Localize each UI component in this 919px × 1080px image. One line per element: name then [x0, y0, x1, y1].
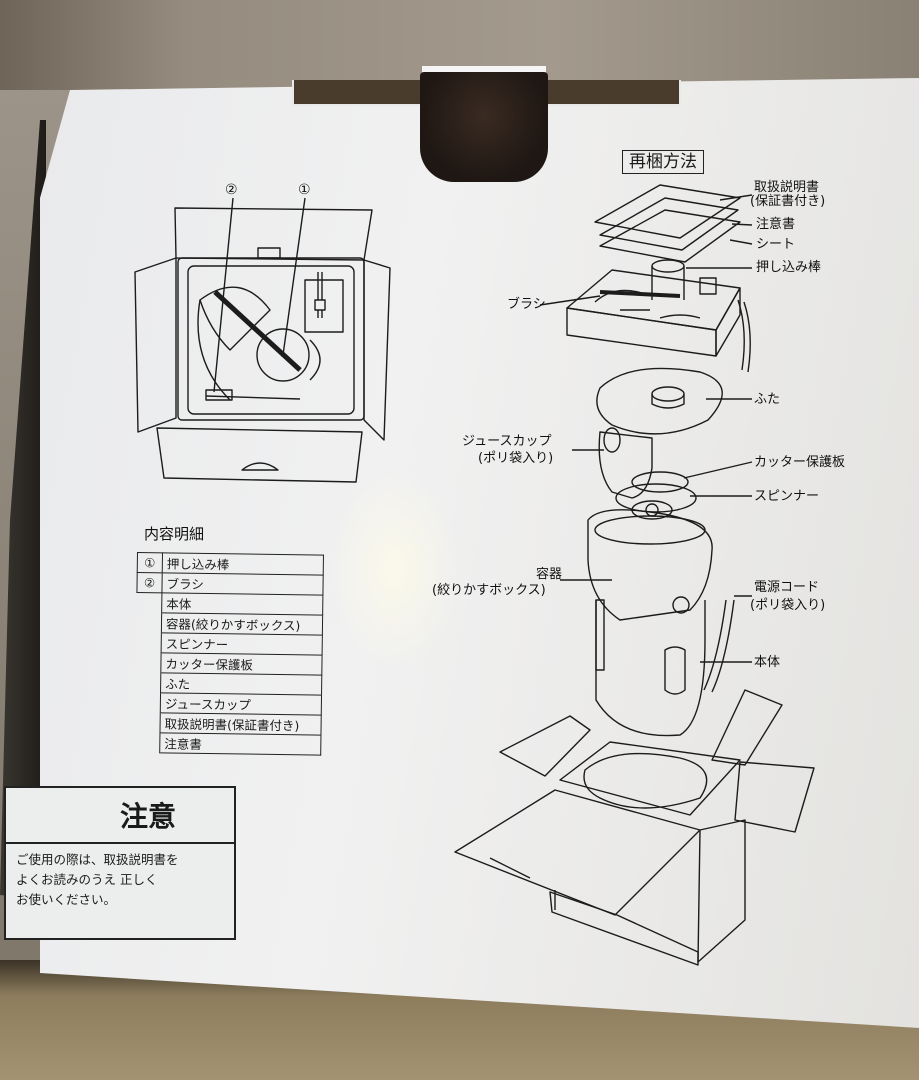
table-row: 本体	[136, 592, 323, 616]
caution-line: よくお読みのうえ 正しく	[16, 872, 158, 887]
table-row: 注意書	[134, 732, 321, 756]
item-number: ②	[136, 572, 163, 593]
label-juice-cup: ジュースカップ	[462, 434, 552, 449]
item-number: ①	[137, 552, 163, 573]
label-container-sub: (絞りかすボックス)	[432, 583, 546, 598]
caution-text: ご使用の際は、取扱説明書を よくお読みのうえ 正しく お使いください。	[6, 844, 234, 916]
table-row: 容器(絞りかすボックス)	[136, 612, 323, 636]
item-label: ふた	[160, 672, 322, 696]
item-label: ジュースカップ	[160, 692, 322, 716]
item-label: ブラシ	[161, 572, 324, 596]
table-row: ジュースカップ	[135, 692, 322, 716]
label-power-cord-sub: (ポリ袋入り)	[750, 598, 826, 613]
repacking-title: 再梱方法	[622, 150, 704, 174]
callout-1: ①	[298, 182, 311, 198]
item-label: 押し込み棒	[162, 552, 324, 576]
table-row: ふた	[135, 672, 322, 696]
caution-line: お使いください。	[16, 892, 117, 907]
label-cutter-guard: カッター保護板	[754, 455, 846, 470]
label-body: 本体	[754, 655, 781, 670]
label-container: 容器	[536, 567, 563, 582]
table-row: 取扱説明書(保証書付き)	[134, 712, 322, 736]
label-spinner: スピンナー	[754, 489, 820, 504]
table-row: カッター保護板	[135, 652, 323, 676]
caution-title: 注意	[119, 800, 176, 833]
contents-list-title: 内容明細	[144, 525, 205, 543]
label-lid: ふた	[754, 392, 781, 407]
item-label: 注意書	[159, 732, 321, 756]
item-label: 本体	[161, 592, 323, 616]
item-label: スピンナー	[161, 632, 323, 656]
carry-handle[interactable]	[420, 72, 548, 182]
label-juice-cup-sub: (ポリ袋入り)	[478, 451, 554, 466]
light-glare	[330, 470, 460, 670]
item-label: 取扱説明書(保証書付き)	[159, 712, 322, 736]
caution-header: 注意	[6, 788, 234, 844]
label-power-cord: 電源コード	[754, 580, 820, 595]
contents-diagram	[134, 197, 391, 483]
item-label: カッター保護板	[160, 652, 323, 676]
label-brush: ブラシ	[507, 297, 546, 312]
label-pusher: 押し込み棒	[756, 260, 822, 275]
repacking-diagram	[454, 184, 815, 966]
label-manual-sub: (保証書付き)	[750, 194, 826, 209]
item-label: 容器(絞りかすボックス)	[161, 612, 323, 636]
label-sheet: シート	[756, 237, 796, 252]
caution-notice: 注意 ご使用の際は、取扱説明書を よくお読みのうえ 正しく お使いください。	[4, 786, 236, 940]
label-caution-sheet: 注意書	[756, 217, 796, 232]
table-row: スピンナー	[136, 632, 323, 656]
callout-2: ②	[225, 182, 238, 198]
caution-line: ご使用の際は、取扱説明書を	[16, 852, 179, 867]
label-manual: 取扱説明書	[754, 180, 820, 195]
